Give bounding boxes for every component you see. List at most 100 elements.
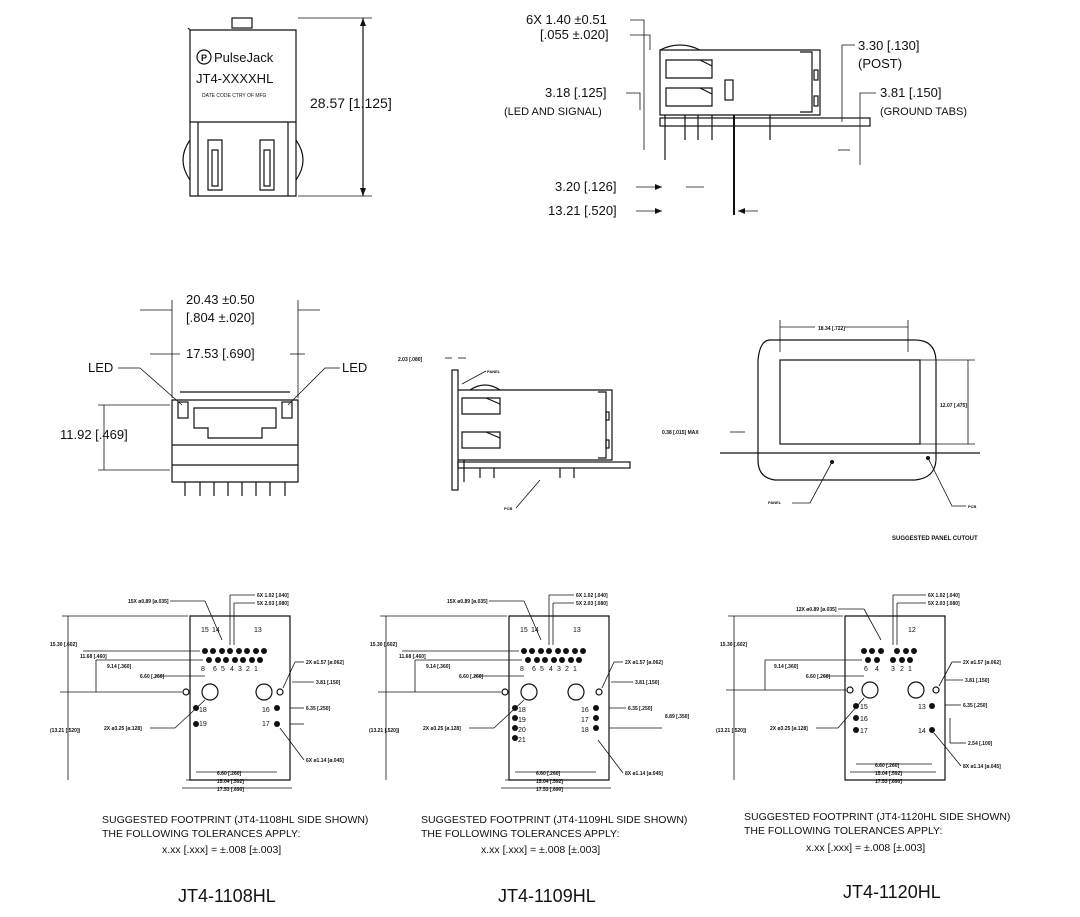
holes-dim: 12X ø0.89 [ø.035] (796, 607, 837, 613)
pin-16: 16 (860, 716, 868, 723)
footprint-2-caption3: x.xx [.xxx] = ±.008 [±.003] (481, 844, 600, 856)
pin-5: 5 (221, 666, 225, 673)
cutout-width-dim: 18.34 [.722] (818, 326, 845, 332)
part-number-1120: JT4-1120HL (843, 882, 941, 902)
dim-5x: 5X 2.03 [.080] (257, 601, 289, 607)
date-code-label: DATE CODE CTRY OF MFG (202, 93, 267, 99)
footprint-2-caption1: SUGGESTED FOOTPRINT (JT4-1109HL SIDE SHO… (421, 814, 687, 826)
pin-16: 16 (262, 707, 270, 714)
dim-h: 3.81 [.150] (965, 678, 990, 684)
dim-i: 6.35 [.250] (628, 706, 653, 712)
footprint-jt4-1108hl: 15 14 13 8 6 5 4 3 2 1 18 19 16 17 15X ø… (50, 593, 368, 906)
pin-1: 1 (573, 666, 577, 673)
dim-g: 2X ø1.57 [ø.062] (625, 660, 663, 666)
dim-e: (13.21 [.520]) (50, 728, 81, 734)
pin-18-right: 18 (581, 727, 589, 734)
pin-13: 13 (918, 704, 926, 711)
footprint-jt4-1109hl: 15 14 13 8 6 5 4 3 2 1 18 19 20 21 16 17… (369, 593, 690, 906)
pin-15: 15 (520, 627, 528, 634)
dim-b: 11.68 [.460] (80, 654, 107, 660)
side-view: 6X 1.40 ±0.51 [.055 ±.020] 3.30 [.130] (… (504, 12, 967, 218)
footprint-3-caption3: x.xx [.xxx] = ±.008 [±.003] (806, 842, 925, 854)
dim-a: 15.30 [.602] (50, 642, 77, 648)
dim-c: 9.14 [.360] (774, 664, 799, 670)
dim-c: 9.14 [.360] (426, 664, 451, 670)
dim-i: 6.35 [.250] (306, 706, 331, 712)
dim-m: 17.53 [.690] (536, 787, 563, 793)
footprint-jt4-1120hl: 12 6 4 3 2 1 15 16 17 13 14 12X ø0.89 [ø… (716, 593, 1010, 902)
pin-19: 19 (199, 721, 207, 728)
front-label-view: P PulseJack JT4-XXXXHL DATE CODE CTRY OF… (182, 17, 392, 197)
dim-l: 15.04 [.592] (217, 779, 244, 785)
dim-l: 15.04 [.592] (536, 779, 563, 785)
pin-14: 14 (531, 627, 539, 634)
dim-f: 2X ø3.25 [ø.128] (104, 726, 142, 732)
post-label: (POST) (858, 56, 902, 71)
dim-j: 8X ø1.14 [ø.045] (963, 764, 1001, 770)
dim-m: 17.53 [.690] (217, 787, 244, 793)
pin-4: 4 (549, 666, 553, 673)
pin-19: 19 (518, 717, 526, 724)
pin-pitch-dim-in: [.055 ±.020] (540, 27, 609, 42)
pin-6: 6 (532, 666, 536, 673)
pcb-label-side: PCB (504, 506, 513, 511)
led-right-label: LED (342, 360, 367, 375)
dim-k: 6.60 [.260] (217, 771, 242, 777)
panel-cutout-view: 18.34 [.722] 12.07 [.475] 0.38 [.015] MA… (662, 320, 980, 542)
dim-a: 15.30 [.602] (370, 642, 397, 648)
pin-3: 3 (238, 666, 242, 673)
dim-6x: 6X 1.02 [.040] (928, 593, 960, 599)
dim-j: 6X ø1.14 [ø.045] (306, 758, 344, 764)
dim-h: 3.81 [.150] (316, 680, 341, 686)
holes-dim: 15X ø0.89 [ø.035] (447, 599, 488, 605)
cutout-max-dim: 0.38 [.015] MAX (662, 430, 699, 436)
dim-c: 9.14 [.360] (107, 664, 132, 670)
pin-16: 16 (581, 707, 589, 714)
pin-13: 13 (254, 627, 262, 634)
dim-6x: 6X 1.02 [.040] (576, 593, 608, 599)
pin-6: 6 (213, 666, 217, 673)
pin-5: 5 (540, 666, 544, 673)
dim-k: 6.60 [.260] (875, 763, 900, 769)
dim-g: 2X ø1.57 [ø.062] (306, 660, 344, 666)
pin-18: 18 (518, 707, 526, 714)
pin-17: 17 (262, 721, 270, 728)
dim-i2: 8.89 [.350] (665, 714, 690, 720)
front-view: 20.43 ±0.50 [.804 ±.020] 17.53 [.690] LE… (60, 292, 367, 496)
pin-21: 21 (518, 737, 526, 744)
panel-label-side: PANEL (487, 369, 501, 374)
cutout-height-dim: 12.07 [.475] (940, 403, 967, 409)
pin-2: 2 (246, 666, 250, 673)
post-dim: 3.30 [.130] (858, 38, 919, 53)
dim-d: 6.60 [.260] (140, 674, 165, 680)
panel-thickness-dim: 2.03 [.080] (398, 357, 423, 363)
part-number-1108: JT4-1108HL (178, 886, 276, 906)
height-dimension: 28.57 [1.125] (310, 95, 392, 111)
dim-d: 6.60 [.260] (459, 674, 484, 680)
width-outer-dim: 20.43 ±0.50 (186, 292, 255, 307)
led-signal-label: (LED AND SIGNAL) (504, 106, 602, 118)
footprint-1-caption1: SUGGESTED FOOTPRINT (JT4-1108HL SIDE SHO… (102, 814, 368, 826)
dim-i: 6.35 [.250] (963, 703, 988, 709)
width-inner-dim: 17.53 [.690] (186, 346, 255, 361)
panel-side-view: 2.03 [.080] PANEL PCB (398, 357, 631, 511)
svg-text:P: P (201, 53, 207, 63)
pcb-label-cutout: PCB (968, 504, 977, 509)
brand-logo-text: PulseJack (214, 50, 274, 65)
footprint-1-caption3: x.xx [.xxx] = ±.008 [±.003] (162, 844, 281, 856)
ground-tabs-label: (GROUND TABS) (880, 106, 967, 118)
pin-2: 2 (900, 666, 904, 673)
pin-13: 13 (573, 627, 581, 634)
dim-f: 2X ø3.25 [ø.128] (423, 726, 461, 732)
dim-m: 17.53 [.690] (875, 779, 902, 785)
dim-b: 11.68 [.460] (399, 654, 426, 660)
pin-4: 4 (875, 666, 879, 673)
dim-6x: 6X 1.02 [.040] (257, 593, 289, 599)
height-front-dim: 11.92 [.469] (60, 427, 128, 442)
footprint-1-caption2: THE FOLLOWING TOLERANCES APPLY: (102, 828, 300, 840)
pin-2: 2 (565, 666, 569, 673)
dim-j: 8X ø1.14 [ø.045] (625, 771, 663, 777)
pin-17: 17 (581, 717, 589, 724)
footprint-3-caption2: THE FOLLOWING TOLERANCES APPLY: (744, 825, 942, 837)
